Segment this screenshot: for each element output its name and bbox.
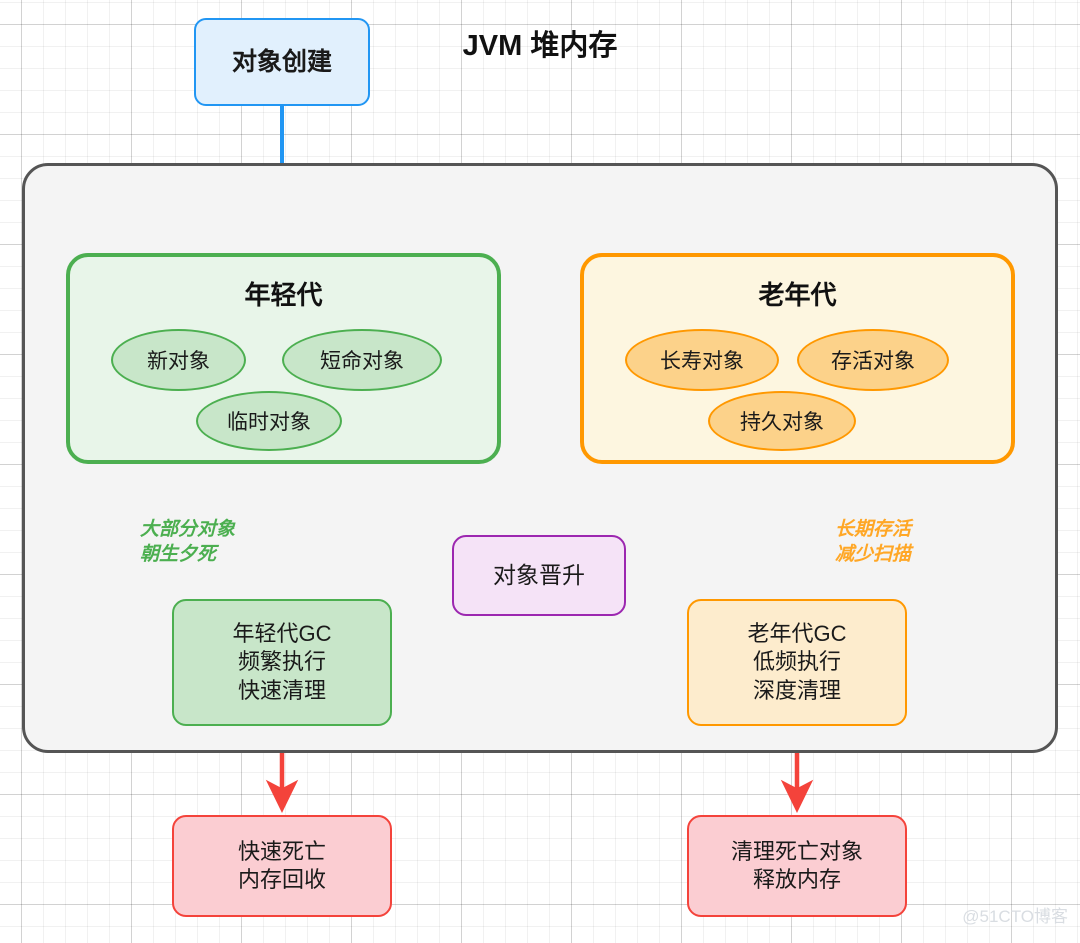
node-young-result[interactable]: 快速死亡 内存回收 bbox=[172, 815, 392, 917]
node-object-creation[interactable]: 对象创建 bbox=[194, 18, 370, 106]
young-result-line-1: 内存回收 bbox=[237, 867, 326, 892]
old-gen-item-1-label: 存活对象 bbox=[831, 350, 915, 373]
young-gen-item-1[interactable]: 短命对象 bbox=[282, 329, 442, 391]
old-gen-item-1[interactable]: 存活对象 bbox=[797, 329, 949, 391]
edge-label-old-to-gc: 长期存活 减少扫描 bbox=[835, 518, 911, 567]
young-generation-title: 年轻代 bbox=[244, 280, 323, 310]
edge-label-old-line-0: 长期存活 bbox=[835, 519, 912, 540]
node-young-generation[interactable]: 年轻代 新对象 短命对象 临时对象 bbox=[66, 253, 501, 464]
node-old-gc[interactable]: 老年代GC 低频执行 深度清理 bbox=[687, 599, 907, 726]
young-gen-item-0-label: 新对象 bbox=[147, 350, 210, 373]
young-gc-line-2: 快速清理 bbox=[237, 677, 326, 703]
old-result-line-0: 清理死亡对象 bbox=[730, 838, 863, 864]
old-generation-title: 老年代 bbox=[758, 280, 837, 310]
page-title: JVM 堆内存 bbox=[462, 30, 618, 62]
edge-label-old-line-1: 减少扫描 bbox=[835, 543, 912, 565]
young-gc-line-1: 频繁执行 bbox=[237, 649, 326, 675]
edge-label-young-line-0: 大部分对象 bbox=[140, 519, 236, 540]
edge-label-young-to-gc: 大部分对象 朝生夕死 bbox=[140, 518, 235, 567]
old-gc-line-2: 深度清理 bbox=[752, 677, 841, 703]
node-old-result[interactable]: 清理死亡对象 释放内存 bbox=[687, 815, 907, 917]
node-young-gc[interactable]: 年轻代GC 频繁执行 快速清理 bbox=[172, 599, 392, 726]
old-gen-item-2-label: 持久对象 bbox=[740, 411, 824, 434]
young-result-line-0: 快速死亡 bbox=[237, 838, 326, 864]
old-gc-line-0: 老年代GC bbox=[747, 621, 847, 647]
old-gen-item-0[interactable]: 长寿对象 bbox=[625, 329, 779, 391]
young-gen-item-2[interactable]: 临时对象 bbox=[196, 391, 342, 451]
node-old-generation[interactable]: 老年代 长寿对象 存活对象 持久对象 bbox=[580, 253, 1015, 464]
young-gc-line-0: 年轻代GC bbox=[232, 621, 332, 647]
young-gen-item-1-label: 短命对象 bbox=[320, 350, 404, 373]
edge-label-young-line-1: 朝生夕死 bbox=[140, 543, 217, 565]
watermark: @51CTO博客 bbox=[962, 907, 1068, 926]
young-gen-item-0[interactable]: 新对象 bbox=[111, 329, 246, 391]
old-result-line-1: 释放内存 bbox=[752, 867, 841, 892]
node-object-promotion[interactable]: 对象晋升 bbox=[452, 535, 626, 616]
old-gc-line-1: 低频执行 bbox=[752, 649, 841, 675]
old-gen-item-2[interactable]: 持久对象 bbox=[708, 391, 856, 451]
node-object-promotion-label: 对象晋升 bbox=[493, 561, 585, 588]
node-object-creation-label: 对象创建 bbox=[231, 48, 332, 76]
old-gen-item-0-label: 长寿对象 bbox=[660, 350, 744, 373]
young-gen-item-2-label: 临时对象 bbox=[227, 411, 311, 434]
